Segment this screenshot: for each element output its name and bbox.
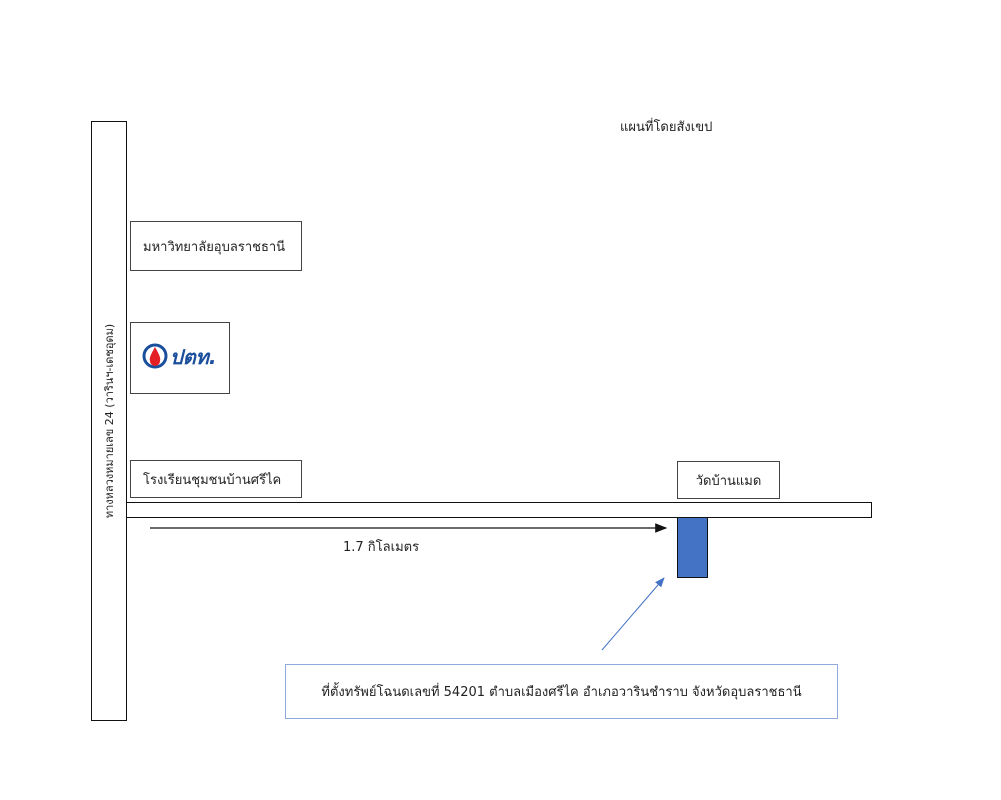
ptt-logo-box: ปตท. xyxy=(130,322,230,394)
property-plot-marker xyxy=(677,517,708,578)
highway-24-road: ทางหลวงหมายเลข 24 (วารินฯ-เดชอุดม) xyxy=(91,121,127,721)
temple-label: วัดบ้านแมด xyxy=(695,473,762,489)
ptt-logo-text: ปตท. xyxy=(170,345,216,369)
local-road xyxy=(126,502,872,518)
temple-label-box: วัดบ้านแมด xyxy=(677,461,780,499)
university-label: มหาวิทยาลัยอุบลราชธานี xyxy=(143,239,286,255)
callout-arrow xyxy=(601,577,665,651)
university-label-box: มหาวิทยาลัยอุบลราชธานี xyxy=(130,221,302,271)
distance-label: 1.7 กิโลเมตร xyxy=(343,540,420,555)
ptt-logo-icon: ปตท. xyxy=(142,343,216,369)
deed-location-box: ที่ตั้งทรัพย์โฉนดเลขที่ 54201 ตำบลเมืองศ… xyxy=(285,664,838,719)
school-label: โรงเรียนชุมชนบ้านศรีไค xyxy=(143,472,282,488)
map-title: แผนที่โดยสังเขป xyxy=(620,120,713,135)
deed-location-text: ที่ตั้งทรัพย์โฉนดเลขที่ 54201 ตำบลเมืองศ… xyxy=(321,685,802,700)
school-label-box: โรงเรียนชุมชนบ้านศรีไค xyxy=(130,460,302,498)
